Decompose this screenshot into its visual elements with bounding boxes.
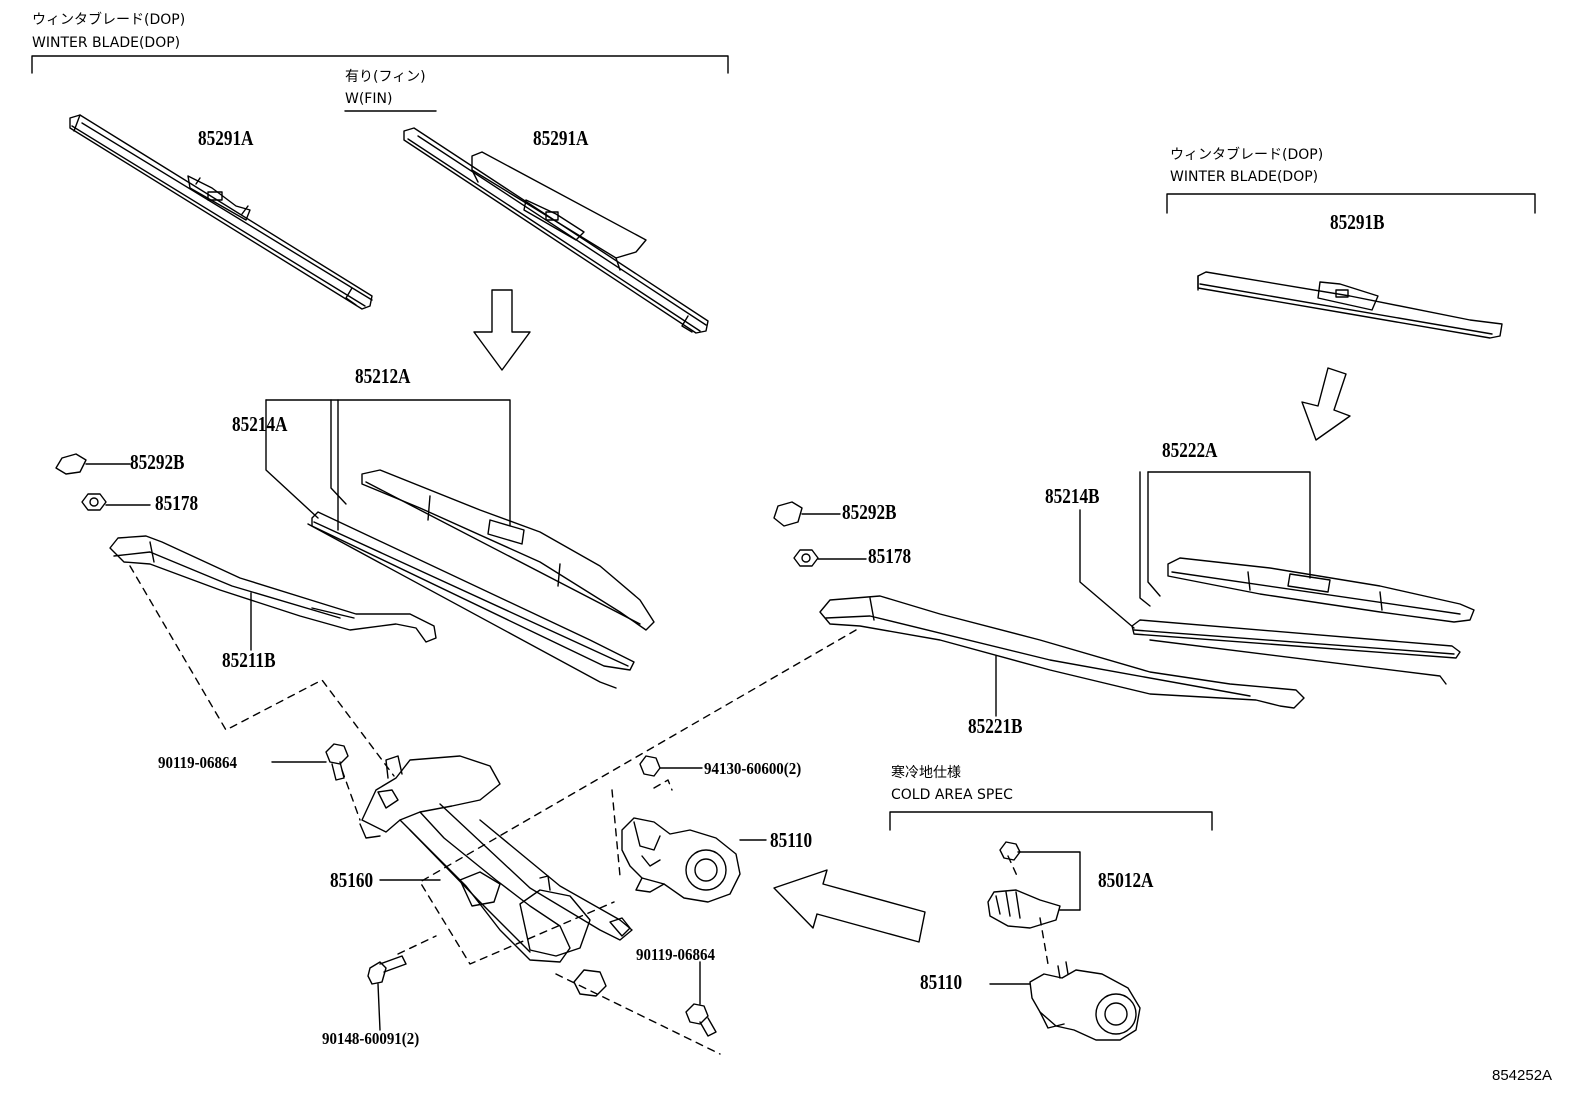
cap-right-drawing <box>773 501 841 527</box>
cap-left-drawing <box>55 453 131 475</box>
part-label-85012a: 85012A <box>1098 868 1154 892</box>
cold-area-en: COLD AREA SPEC <box>891 787 1013 803</box>
bolt-lower-drawing <box>685 961 717 1037</box>
winter-blade-rear-drawing <box>1197 271 1503 339</box>
wiper-motor-drawing <box>621 817 767 903</box>
bracket-85222a <box>1147 471 1311 579</box>
cold-kit-drawing <box>987 841 1081 929</box>
part-label-85110-main: 85110 <box>770 828 813 852</box>
winter-blade-rear-en: WINTER BLADE(DOP) <box>1170 169 1319 185</box>
part-label-85222a: 85222A <box>1162 438 1218 462</box>
cold-area-jp: 寒冷地仕様 <box>891 765 961 781</box>
rubber-rear-drawing <box>1131 619 1461 685</box>
with-fin-jp: 有り(フィン) <box>345 69 426 85</box>
bracket-85212a <box>265 399 511 527</box>
winter-blade-rear-jp: ウィンタブレード(DOP) <box>1170 147 1324 163</box>
nut-right-drawing <box>793 549 867 567</box>
winter-blade-front-en: WINTER BLADE(DOP) <box>32 35 181 51</box>
part-label-90148-60091: 90148-60091(2) <box>322 1029 420 1048</box>
nut-grommet-drawing <box>639 755 703 777</box>
part-label-85178-left: 85178 <box>155 491 199 515</box>
arm-left-drawing <box>109 535 437 651</box>
arrow-down-front <box>473 289 531 371</box>
part-label-85291a-right: 85291A <box>533 126 589 150</box>
dashed-assembly-lines <box>129 565 1049 1055</box>
bracket-cold-area <box>889 811 1213 831</box>
part-label-85160: 85160 <box>330 868 374 892</box>
part-label-85110-cold: 85110 <box>920 970 963 994</box>
bracket-winter-blade-rear <box>1166 193 1536 214</box>
part-label-85292b-left: 85292B <box>130 450 185 474</box>
winter-blade-fin-drawing <box>403 127 709 334</box>
cold-motor-drawing <box>989 961 1141 1041</box>
part-label-85292b-right: 85292B <box>842 500 897 524</box>
bolt-bottom-drawing <box>367 955 407 1031</box>
winter-blade-left-drawing <box>69 114 373 310</box>
part-label-94130-60600: 94130-60600(2) <box>704 759 802 778</box>
nut-left-drawing <box>81 493 151 511</box>
arm-right-drawing <box>819 595 1305 717</box>
arrow-left-cold <box>773 869 926 943</box>
part-label-85211b: 85211B <box>222 648 276 672</box>
part-label-85221b: 85221B <box>968 714 1023 738</box>
arrow-down-rear <box>1301 367 1351 441</box>
part-label-85291b: 85291B <box>1330 210 1385 234</box>
blade-assy-rear-drawing <box>1167 557 1475 623</box>
part-label-85214b: 85214B <box>1045 484 1100 508</box>
winter-blade-front-jp: ウィンタブレード(DOP) <box>32 12 186 28</box>
with-fin-en: W(FIN) <box>345 91 393 107</box>
part-label-85178-right: 85178 <box>868 544 912 568</box>
part-label-90119-06864-upper: 90119-06864 <box>158 753 237 772</box>
bolt-upper-drawing <box>271 743 349 781</box>
wiper-link-drawing <box>359 755 633 997</box>
diagram-reference-code: 854252A <box>1492 1067 1553 1084</box>
rubber-front-drawing <box>307 511 635 689</box>
part-label-90119-06864-lower: 90119-06864 <box>636 945 715 964</box>
part-label-85291a-left: 85291A <box>198 126 254 150</box>
blade-assy-front-drawing <box>361 469 655 631</box>
part-label-85212a: 85212A <box>355 364 411 388</box>
part-label-85214a: 85214A <box>232 412 288 436</box>
bracket-winter-blade-front <box>31 55 729 74</box>
